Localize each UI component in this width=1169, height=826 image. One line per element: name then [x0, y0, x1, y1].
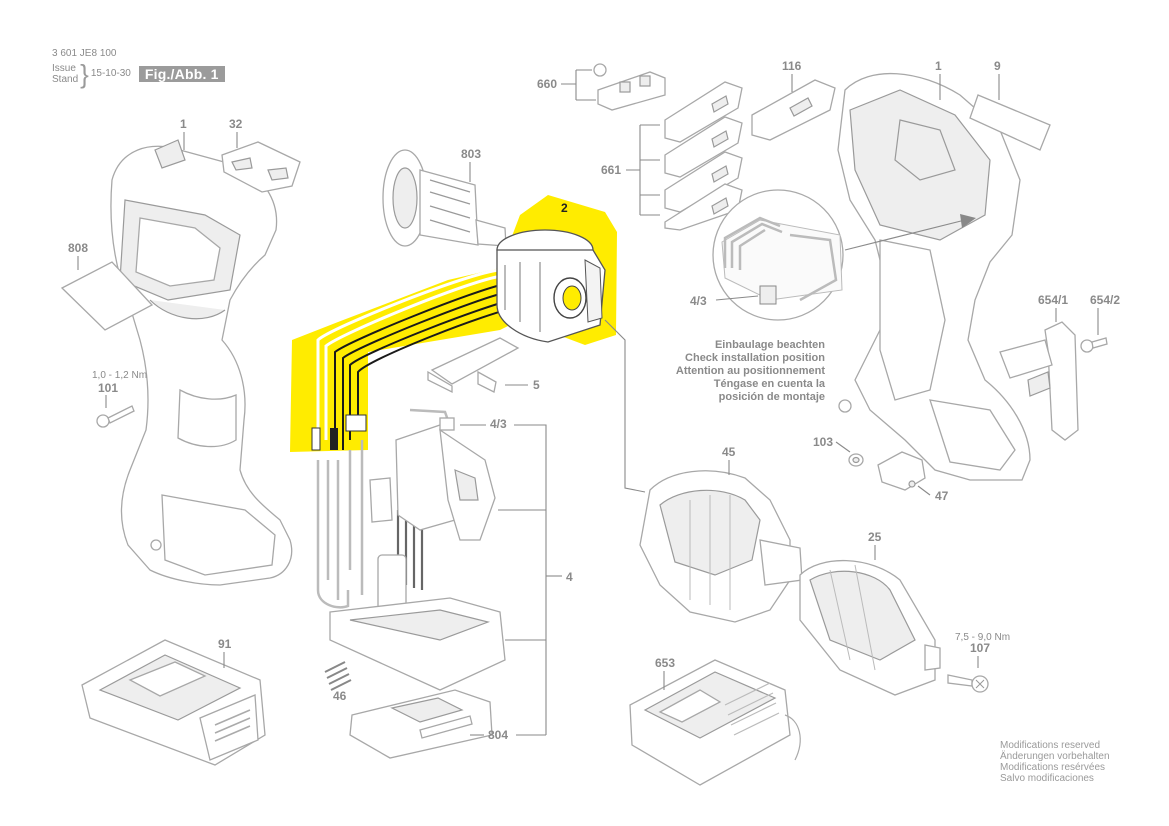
callout-4-3-right: 4/3 [690, 294, 707, 308]
modifications-note: Modifications reserved Änderungen vorbeh… [1000, 740, 1110, 784]
install-note-line-5: posición de montaje [719, 391, 825, 403]
rotor-803-part [382, 149, 507, 247]
callout-803: 803 [461, 147, 481, 161]
callout-1-left: 1 [180, 117, 187, 131]
document-header: 3 601 JE8 100 Issue Stand } 15-10-30 Fig… [52, 48, 225, 89]
nameplate-808-part [60, 261, 154, 331]
motor-2-highlight-part [290, 195, 617, 452]
callout-654-2: 654/2 [1090, 293, 1120, 307]
callout-91: 91 [218, 637, 232, 651]
pcb-804-part [349, 689, 493, 759]
issue-row: Issue Stand } 15-10-30 Fig./Abb. 1 [52, 59, 225, 89]
brace-glyph: } [80, 59, 89, 89]
callout-654-1: 654/1 [1038, 293, 1068, 307]
cover-116-part [751, 79, 836, 141]
install-note-line-3: Attention au positionnement [676, 365, 825, 377]
callout-4: 4 [566, 570, 573, 584]
covers-661-part [664, 81, 743, 231]
charger-653-part [629, 659, 801, 786]
label-9-part [969, 94, 1051, 151]
callout-2: 2 [561, 201, 568, 215]
callout-47: 47 [935, 489, 949, 503]
callout-46: 46 [333, 689, 347, 703]
issue-label: Issue [52, 63, 76, 74]
switch-cap-part [221, 141, 301, 193]
parts-660-part [593, 63, 666, 111]
callout-9: 9 [994, 59, 1001, 73]
install-note: Einbaulage beachten Check installation p… [676, 339, 826, 403]
install-note-line-2: Check installation position [685, 352, 825, 364]
screw-107-part [947, 674, 989, 693]
modifications-line-3: Modifications resérvées [1000, 762, 1105, 773]
detail-inset [712, 189, 976, 321]
stand-label: Stand [52, 74, 79, 85]
housing-left-part [110, 139, 293, 586]
callout-1-right: 1 [935, 59, 942, 73]
figure-label: Fig./Abb. 1 [138, 66, 225, 82]
callout-5: 5 [533, 378, 540, 392]
battery-91-part [81, 639, 266, 766]
callout-653: 653 [655, 656, 675, 670]
torque-107: 7,5 - 9,0 Nm [955, 632, 1010, 643]
housing-right-part [837, 73, 1031, 481]
switch-assembly-4-part [316, 408, 506, 691]
callout-101: 101 [98, 381, 118, 395]
torque-101: 1,0 - 1,2 Nm [92, 370, 147, 381]
knob-47-part [877, 451, 926, 491]
callout-103: 103 [813, 435, 833, 449]
install-note-line-1: Einbaulage beachten [715, 339, 825, 351]
spring-46-part [324, 661, 352, 691]
callout-808: 808 [68, 241, 88, 255]
chuck-25-part [799, 559, 941, 696]
callout-25: 25 [868, 530, 882, 544]
callout-116: 116 [782, 59, 802, 73]
modifications-line-1: Modifications reserved [1000, 740, 1100, 751]
callout-4-3-mid: 4/3 [490, 417, 507, 431]
install-note-line-4: Téngase en cuenta la [714, 378, 826, 390]
callout-804: 804 [488, 728, 508, 742]
screw-101-part [96, 405, 135, 428]
issue-date: 15-10-30 [90, 68, 131, 79]
gearbox-45-part [639, 470, 803, 623]
callout-661: 661 [601, 163, 621, 177]
callout-45: 45 [722, 445, 736, 459]
document-number: 3 601 JE8 100 [52, 48, 117, 59]
callout-107: 107 [970, 641, 990, 655]
screw-654-2-part [1080, 337, 1108, 353]
belt-clip-654-1-part [999, 321, 1079, 441]
issue-labels: Issue Stand [52, 63, 78, 85]
callout-660: 660 [537, 77, 557, 91]
modifications-line-2: Änderungen vorbehalten [1000, 750, 1110, 762]
modifications-line-4: Salvo modificaciones [1000, 773, 1094, 784]
contact-plate-5-part [427, 337, 520, 394]
part-103 [848, 453, 864, 467]
callout-32: 32 [229, 117, 243, 131]
